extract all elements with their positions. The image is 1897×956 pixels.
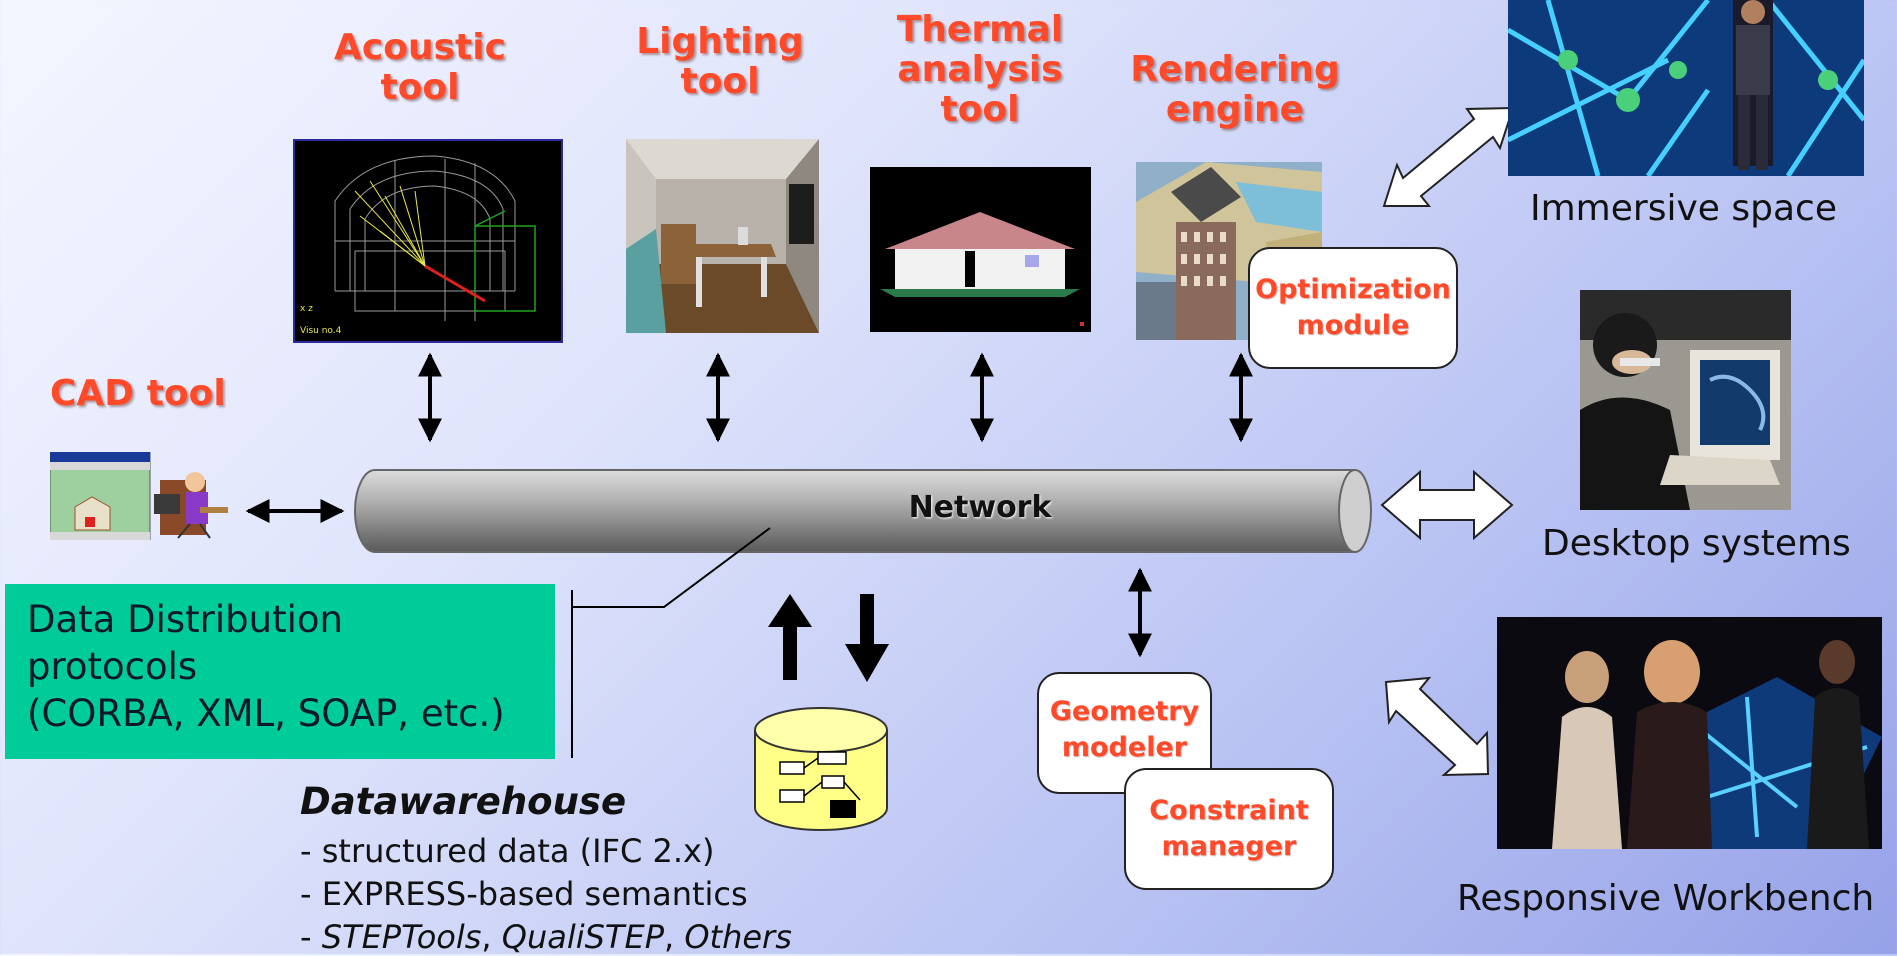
datawarehouse-item: - structured data (IFC 2.x): [300, 832, 715, 870]
geometry-modeler-label: Geometry modeler: [1049, 696, 1200, 763]
datawarehouse-tool-name: STEPTools: [321, 918, 482, 956]
workbench-arrow: [1384, 676, 1490, 777]
acoustic-tool-label: Acoustic tool: [334, 27, 506, 108]
constraint-manager-label: Constraint manager: [1149, 795, 1309, 862]
data-distribution-protocols-box: Data Distribution protocols (CORBA, XML,…: [5, 584, 555, 759]
optimization-module-label: Optimization module: [1255, 274, 1451, 341]
datawarehouse-title: Datawarehouse: [300, 780, 627, 823]
protocol-callout-pointer: [572, 527, 771, 608]
datawarehouse-tools-separator: ,: [481, 918, 502, 956]
immersive-space-caption: Immersive space: [1530, 188, 1837, 229]
rendering-engine-label: Rendering engine: [1130, 49, 1340, 130]
immersive-arrow: [1382, 106, 1515, 207]
network-label: Network: [908, 490, 1052, 525]
lighting-tool-label: Lighting tool: [636, 21, 804, 102]
datawarehouse-tools-item: - STEPTools, QualiSTEP, Others: [300, 918, 792, 956]
datawarehouse-item: - EXPRESS-based semantics: [300, 875, 748, 913]
responsive-workbench-caption: Responsive Workbench: [1457, 878, 1875, 919]
datawarehouse-up-arrow: [768, 594, 812, 680]
network-pipe: [354, 469, 1372, 553]
data-distribution-line-2: protocols: [27, 645, 198, 688]
constraint-manager-box: Constraint manager: [1124, 768, 1334, 890]
datawarehouse-tools-prefix: -: [300, 918, 322, 956]
datawarehouse-tool-name: QualiSTEP: [501, 918, 664, 956]
desktop-systems-caption: Desktop systems: [1542, 523, 1851, 564]
immersive-space-image: [1508, 0, 1864, 176]
geometry-modeler-box: Geometry modeler: [1037, 672, 1212, 794]
desktop-systems-image: [1580, 290, 1791, 510]
data-distribution-line-1: Data Distribution: [27, 598, 343, 641]
datawarehouse-tools-separator: ,: [663, 918, 685, 956]
data-distribution-line-3: (CORBA, XML, SOAP, etc.): [27, 692, 505, 735]
datawarehouse-down-arrow: [845, 594, 889, 682]
cad-tool-label: CAD tool: [50, 373, 226, 414]
datawarehouse-database-icon: [754, 707, 888, 831]
desktop-arrow: [1380, 469, 1514, 541]
datawarehouse-tool-name: Others: [684, 918, 792, 956]
thermal-tool-label: Thermal analysis tool: [896, 9, 1064, 130]
svg-text:x z: x z: [300, 304, 313, 314]
acoustic-tool-image: Visu no.4 x z: [293, 139, 563, 343]
acoustic-overlay-text: Visu no.4: [300, 326, 342, 336]
thermal-tool-image: [870, 167, 1091, 332]
responsive-workbench-image: [1497, 617, 1882, 849]
cad-tool-image: [50, 452, 230, 540]
lighting-tool-image: [626, 139, 819, 333]
optimization-module-box: Optimization module: [1248, 247, 1458, 369]
